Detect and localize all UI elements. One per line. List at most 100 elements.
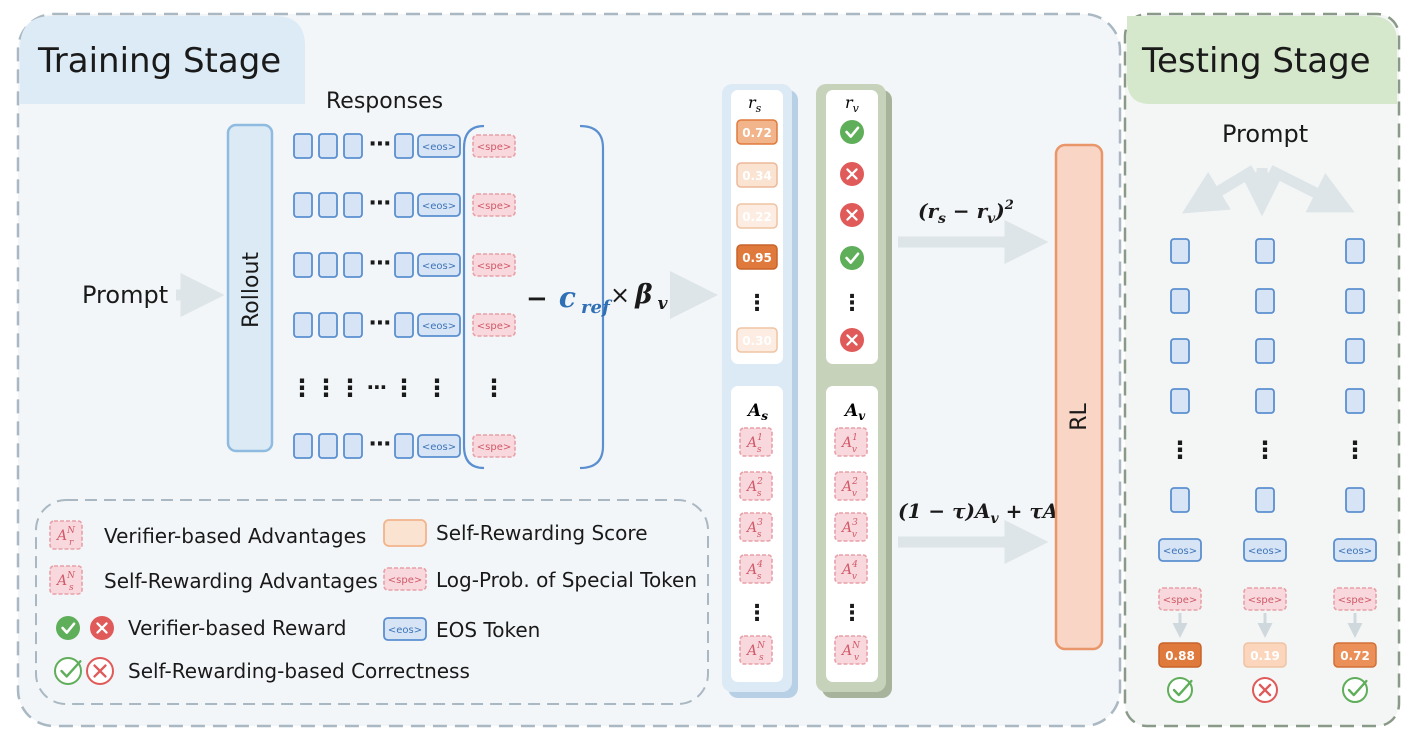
spe-token: <spe> (477, 201, 511, 212)
legend-verifier-check-icon (56, 616, 80, 640)
self-reward-score-box (736, 327, 778, 353)
rollout-box (226, 123, 274, 453)
test-spe-token-box (1333, 587, 1377, 611)
legend-self-correctness-label: Self-Rewarding-based Correctness (128, 659, 470, 683)
test-response-token (1255, 338, 1275, 364)
response-token (343, 133, 363, 159)
eos-token-box (417, 253, 461, 277)
row-vertical-ellipsis: ⋮ (482, 374, 506, 402)
as-header: As (746, 401, 768, 423)
training-prompt-label: Prompt (82, 281, 168, 309)
test-response-token (1345, 388, 1365, 414)
test-incorrect-icon-mark (1258, 683, 1272, 697)
response-token (318, 192, 338, 218)
test-response-token (1170, 238, 1190, 264)
right-bracket (579, 124, 605, 470)
test-correct-icon-mark (1172, 679, 1193, 697)
test-response-token (1255, 388, 1275, 414)
legend-self-check-icon (54, 657, 82, 685)
self-reward-advantage-box (739, 427, 773, 457)
response-token (343, 192, 363, 218)
spe-token-box (472, 134, 516, 158)
verifier-vertical-ellipsis: ⋮ (841, 291, 863, 316)
eos-token-box (417, 434, 461, 458)
row-vertical-ellipsis: ⋮ (290, 374, 314, 402)
test-score-box (1333, 642, 1377, 668)
av-vertical-ellipsis: ⋮ (841, 601, 863, 626)
legend-spe-token: <spe> (388, 575, 422, 586)
response-token (293, 312, 313, 338)
eos-token: <eos> (422, 442, 456, 453)
horizontal-ellipsis: ⋯ (369, 132, 391, 157)
verifier-advantage-box (834, 554, 868, 584)
rl-box (1054, 143, 1104, 651)
verifier-check-icon (840, 120, 864, 144)
legend-self-cross-icon-mark (93, 664, 107, 678)
legend-self-score-label: Self-Rewarding Score (436, 521, 648, 545)
test-vertical-ellipsis: ⋮ (1343, 436, 1367, 464)
response-token-rows: ⋯<eos><spe>⋯<eos><spe>⋯<eos><spe>⋯<eos><… (290, 132, 516, 459)
legend-self-advantages-label: Self-Rewarding Advantages (104, 569, 378, 593)
last-response-token (394, 252, 414, 278)
last-response-token (394, 433, 414, 459)
test-score-box (1158, 642, 1202, 668)
test-response-token (1170, 388, 1190, 414)
verifier-cross-icon-mark (846, 334, 858, 346)
response-token (318, 252, 338, 278)
testing-stage-tab (1127, 16, 1397, 104)
spe-token-highlight-box (472, 313, 516, 337)
test-response-token (1170, 288, 1190, 314)
responses-label: Responses (326, 89, 443, 114)
legend-self-check-icon-mark (60, 660, 82, 678)
test-spe-token: <spe> (1248, 595, 1282, 606)
row-vertical-ellipsis: ⋮ (314, 374, 338, 402)
test-eos-token-box (1333, 538, 1377, 562)
test-response-token (1170, 487, 1190, 513)
self-reward-score-box (736, 203, 778, 229)
spe-token-highlight: <spe> (477, 321, 511, 332)
horizontal-ellipsis: ⋯ (369, 251, 391, 276)
response-token (293, 252, 313, 278)
as-vertical-ellipsis: ⋮ (746, 601, 768, 626)
response-token (293, 192, 313, 218)
eos-token-box (417, 134, 461, 158)
self-reward-score-box (736, 162, 778, 188)
test-response-token (1345, 238, 1365, 264)
test-response-token (1345, 338, 1365, 364)
spe-token-box (472, 434, 516, 458)
test-response-token (1255, 238, 1275, 264)
test-response-token (1255, 487, 1275, 513)
advantage-formula: (1 − τ)Av + τAs (898, 499, 1066, 527)
response-token (343, 433, 363, 459)
score-vertical-ellipsis: ⋮ (746, 291, 768, 316)
legend-box (35, 499, 709, 705)
horizontal-ellipsis: ⋯ (369, 432, 391, 457)
test-response-token (1170, 338, 1190, 364)
eos-token-box (417, 193, 461, 217)
self-reward-score-box (736, 119, 778, 145)
test-score: 0.72 (1340, 649, 1370, 663)
spe-token-box (472, 253, 516, 277)
self-reward-advantage-box (739, 471, 773, 501)
test-spe-token: <spe> (1163, 595, 1197, 606)
spe-token: <spe> (477, 142, 511, 153)
self-reward-score: 0.95 (742, 251, 772, 265)
response-token (343, 252, 363, 278)
testing-prompt-arrow-right (1267, 165, 1355, 213)
row-vertical-ellipsis: ⋮ (425, 374, 449, 402)
cref-term: − c ref (526, 281, 613, 318)
response-token (318, 133, 338, 159)
self-reward-score: 0.72 (742, 126, 772, 140)
self-reward-score: 0.30 (742, 334, 772, 348)
self-reward-advantage-box (739, 512, 773, 542)
test-spe-token-box (1158, 587, 1202, 611)
test-response-token (1255, 288, 1275, 314)
